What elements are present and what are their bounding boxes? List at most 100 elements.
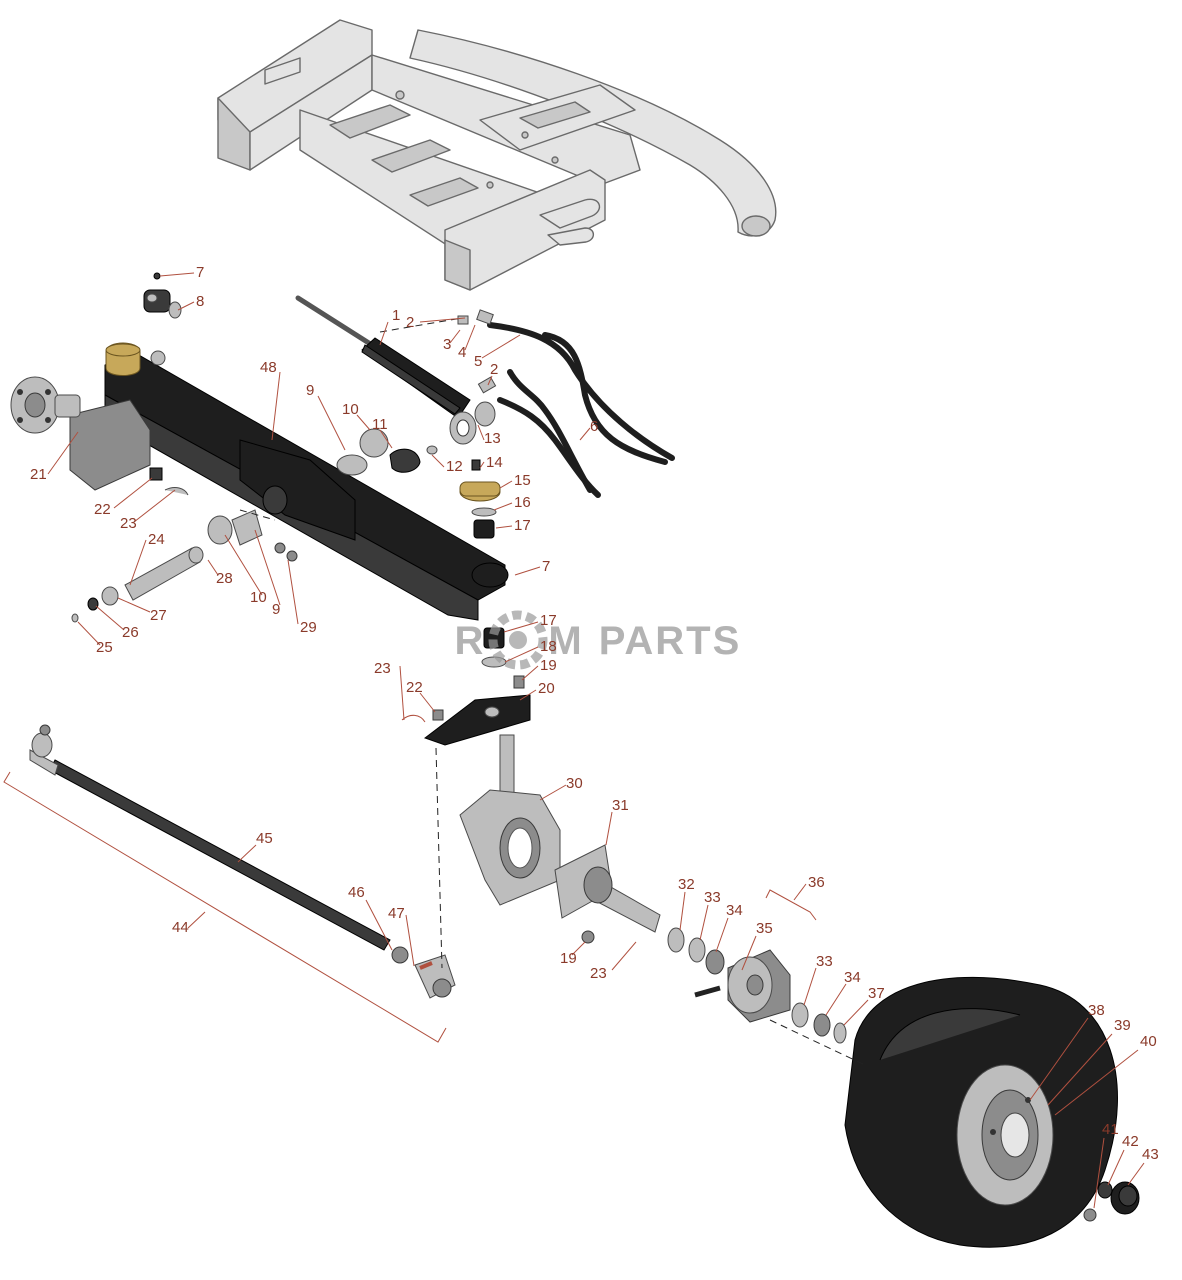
callout-label: 7 <box>542 558 550 575</box>
callout-label: 10 <box>250 589 267 606</box>
callout-leader <box>449 329 461 344</box>
callout-c43: 43 <box>1127 1146 1159 1186</box>
callout-leader <box>113 477 153 509</box>
callout-leader <box>365 899 393 951</box>
callout-c6: 6 <box>579 418 598 441</box>
callout-c23a: 23 <box>120 489 176 532</box>
callout-leader <box>803 967 817 1006</box>
callout-label: 27 <box>150 607 167 624</box>
callout-c38: 38 <box>1029 1002 1105 1101</box>
callout-label: 9 <box>306 382 314 399</box>
callout-c11: 11 <box>372 416 393 449</box>
callout-leader <box>405 914 415 967</box>
callout-label: 34 <box>844 969 861 986</box>
callout-label: 39 <box>1114 1017 1131 1034</box>
pivot-pin-parts <box>71 487 298 623</box>
callout-c10b: 10 <box>224 534 267 606</box>
callout-leader <box>514 566 541 576</box>
callout-c48: 48 <box>260 359 281 441</box>
callout-c44: 44 <box>172 911 206 936</box>
watermark: R M PARTS <box>455 610 739 670</box>
callout-leader <box>95 605 125 631</box>
callout-c19b: 19 <box>560 941 586 967</box>
callout-leader <box>843 999 869 1026</box>
callout-leader <box>493 502 513 511</box>
steering-cylinder <box>295 295 496 445</box>
assembly-lines <box>239 317 866 1066</box>
callout-label: 25 <box>96 639 113 656</box>
callout-label: 46 <box>348 884 365 901</box>
wheel-tire <box>844 976 1140 1248</box>
spindle-plate <box>554 844 661 944</box>
callout-c3: 3 <box>443 329 461 353</box>
callout-label: 2 <box>406 314 414 331</box>
watermark-right: M <box>548 619 583 663</box>
axle-beam <box>104 342 509 621</box>
callout-c17b: 17 <box>503 612 557 633</box>
wheel-hub-assembly <box>667 927 847 1044</box>
callout-label: 40 <box>1140 1033 1157 1050</box>
callout-leader <box>159 272 195 277</box>
callout-label: 15 <box>514 472 531 489</box>
callout-label: 37 <box>868 985 885 1002</box>
callout-leader <box>419 692 436 713</box>
callout-c31: 31 <box>605 797 629 846</box>
bracket-44 <box>3 771 447 1043</box>
callout-c2a: 2 <box>406 314 466 331</box>
callout-leader <box>611 941 637 971</box>
callout-c7a: 7 <box>159 264 204 281</box>
callout-label: 35 <box>756 920 773 937</box>
callout-leader <box>495 525 513 529</box>
callout-c28: 28 <box>207 559 233 587</box>
callout-label: 12 <box>446 458 463 475</box>
callout-leader <box>207 559 219 576</box>
callout-leader <box>379 429 393 449</box>
callout-leader <box>1127 1162 1145 1186</box>
callout-leader <box>605 811 613 846</box>
callout-label: 32 <box>678 876 695 893</box>
callout-label: 10 <box>342 401 359 418</box>
callout-c42: 42 <box>1107 1133 1139 1186</box>
callout-c33b: 33 <box>803 953 833 1006</box>
callout-c36: 36 <box>793 874 825 901</box>
steering-arm-parts <box>401 627 531 746</box>
callout-c21: 21 <box>30 431 79 483</box>
callout-leader <box>571 941 586 956</box>
callout-label: 13 <box>484 430 501 447</box>
callout-leader <box>825 983 847 1016</box>
callout-c45: 45 <box>237 830 273 863</box>
callout-leader <box>699 904 709 941</box>
callout-c4: 4 <box>458 324 476 361</box>
callout-label: 14 <box>486 454 503 471</box>
callout-c37: 37 <box>843 985 885 1026</box>
bracket-36 <box>765 889 817 921</box>
tie-rod <box>29 724 456 999</box>
callout-label: 24 <box>148 531 165 548</box>
callout-c20: 20 <box>519 680 555 701</box>
callout-leader <box>399 665 405 721</box>
callout-label: 28 <box>216 570 233 587</box>
callout-label: 9 <box>272 601 280 618</box>
callout-c19a: 19 <box>521 657 557 681</box>
callout-c34b: 34 <box>825 969 861 1016</box>
callout-label: 33 <box>704 889 721 906</box>
callout-leader <box>579 427 591 441</box>
axle-mount-parts <box>143 272 501 539</box>
callout-label: 43 <box>1142 1146 1159 1163</box>
callout-leader <box>741 935 757 971</box>
callout-label: 45 <box>256 830 273 847</box>
callout-leader <box>77 621 101 646</box>
callout-c26: 26 <box>95 605 139 641</box>
callout-leader <box>177 301 195 311</box>
callout-leader <box>1093 1137 1105 1209</box>
callout-c29: 29 <box>287 559 317 636</box>
callout-leader <box>431 454 445 468</box>
callout-label: 22 <box>94 501 111 518</box>
callout-label: 4 <box>458 344 466 361</box>
callout-leader <box>419 317 466 323</box>
callout-c22a: 22 <box>94 477 153 518</box>
callout-label: 17 <box>540 612 557 629</box>
callout-leader <box>117 597 151 613</box>
callout-c33a: 33 <box>699 889 721 941</box>
